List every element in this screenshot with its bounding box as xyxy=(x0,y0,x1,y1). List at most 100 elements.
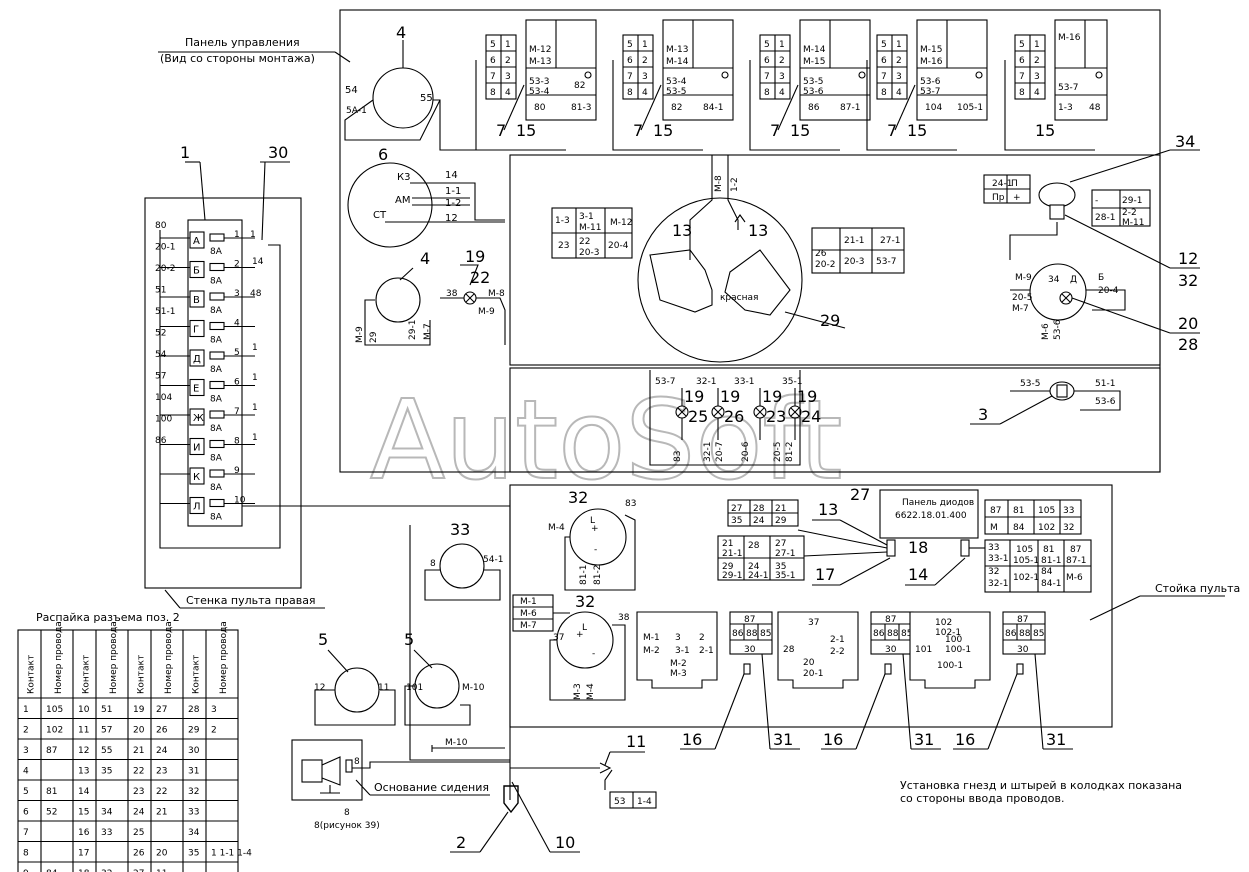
fuse-pin: 1 xyxy=(234,230,240,240)
diode-pin: 81 xyxy=(1013,506,1024,516)
connector-wire: М-13 xyxy=(666,45,688,55)
connector-pin: 7 xyxy=(1019,72,1025,82)
svg-text:13: 13 xyxy=(818,500,838,519)
connector-pin: 2 xyxy=(779,56,785,66)
pinout-cell: 21 xyxy=(133,746,144,756)
fuse-pin: 4 xyxy=(234,319,240,329)
fuse-rating: 8А xyxy=(210,277,223,287)
pinout-cell: 35 xyxy=(188,849,199,859)
lamp-row-frame xyxy=(509,367,1161,473)
svg-text:53-7: 53-7 xyxy=(655,377,675,387)
connector-wire: М-16 xyxy=(920,57,943,67)
svg-text:20-6: 20-6 xyxy=(741,441,751,462)
diode-pin: 33-1 xyxy=(988,554,1008,564)
connector-27-1: 21-1 27-1 26 20-2 20-3 53-7 xyxy=(811,227,905,274)
svg-text:101: 101 xyxy=(406,683,423,693)
svg-text:29: 29 xyxy=(820,311,840,330)
ignition-switch-6: 6 К3 АМ СТ 14 1-1 1-2 12 xyxy=(347,145,505,248)
svg-text:38: 38 xyxy=(618,613,630,623)
svg-text:11: 11 xyxy=(626,732,646,751)
svg-text:34: 34 xyxy=(1175,132,1195,151)
svg-text:32-1: 32-1 xyxy=(696,377,716,387)
relay-pin: 87 xyxy=(885,615,896,625)
pos-label-16: 16 xyxy=(823,730,843,749)
svg-text:54: 54 xyxy=(345,85,358,96)
relay-wire: 3 xyxy=(675,633,681,643)
svg-text:Б: Б xyxy=(1098,273,1104,283)
svg-text:+: + xyxy=(576,630,584,640)
relay-pin: 87 xyxy=(744,615,755,625)
pinout-header: Контакт xyxy=(82,655,92,694)
svg-text:83: 83 xyxy=(673,451,683,462)
connector-pin: 7 xyxy=(764,72,770,82)
svg-text:22: 22 xyxy=(579,237,590,247)
svg-text:L: L xyxy=(582,623,587,633)
diode-pin: 105-1 xyxy=(1013,556,1039,566)
fuse-left-wire: 104 xyxy=(155,393,172,403)
fuse-letter: И xyxy=(193,443,200,454)
relay-wire: М-1 xyxy=(643,633,660,643)
fuse-right-wire: 48 xyxy=(250,289,262,299)
relay-wire: 20 xyxy=(803,658,815,668)
diode-pin: 81-1 xyxy=(1041,556,1061,566)
fuse-rating: 8А xyxy=(210,513,223,523)
svg-text:М-3: М-3 xyxy=(573,683,583,700)
svg-text:8: 8 xyxy=(354,757,360,767)
fuse-rating: 8А xyxy=(210,336,223,346)
pos-label-31: 31 xyxy=(1046,730,1066,749)
diode-pin: 84 xyxy=(1013,523,1025,533)
relay-wire: 102 xyxy=(935,618,952,628)
pinout-header: Контакт xyxy=(192,655,202,694)
pinout-cell: 27 xyxy=(133,869,144,872)
pinout-cell: 21 xyxy=(156,808,167,818)
pinout-cell: 55 xyxy=(101,746,112,756)
connector-wire: 48 xyxy=(1089,103,1101,113)
connector-wire: 53-3 xyxy=(529,77,549,87)
svg-text:20-3: 20-3 xyxy=(579,248,599,258)
relay-wire: М-3 xyxy=(670,669,687,679)
pinout-cell: 4 xyxy=(23,767,29,777)
svg-text:6622.18.01.400: 6622.18.01.400 xyxy=(895,511,967,521)
svg-text:33-1: 33-1 xyxy=(734,377,754,387)
diode-pin: 32-1 xyxy=(988,579,1008,589)
svg-text:Пр: Пр xyxy=(992,193,1005,203)
diode-pin: 102-1 xyxy=(1013,573,1039,583)
svg-text:8: 8 xyxy=(430,559,436,569)
diode-pin: 29-1 xyxy=(722,571,742,581)
svg-text:-: - xyxy=(1095,196,1098,206)
connector-wire: 1-3 xyxy=(1058,103,1073,113)
fuse-rating: 8А xyxy=(210,454,223,464)
diode-pin: 102 xyxy=(1038,523,1055,533)
relay-pin: 85 xyxy=(1033,629,1044,639)
svg-text:6: 6 xyxy=(378,145,388,164)
fuse-pin: 5 xyxy=(234,348,240,358)
pinout-cell: 34 xyxy=(188,828,200,838)
pinout-cell: 81 xyxy=(46,787,57,797)
svg-text:+: + xyxy=(591,524,599,534)
svg-text:32: 32 xyxy=(1178,271,1198,290)
svg-text:СТ: СТ xyxy=(373,210,387,221)
pinout-cell: 22 xyxy=(156,787,167,797)
connector-pin: 7 xyxy=(490,72,496,82)
connector-wire: М-15 xyxy=(803,57,825,67)
connector-pin: 5 xyxy=(764,40,770,50)
relay-pin: 88 xyxy=(887,629,899,639)
connector-pin: 1 xyxy=(779,40,785,50)
relay-wire: 101 xyxy=(915,645,932,655)
pinout-cell: 9 xyxy=(23,869,29,872)
relay-pin: 30 xyxy=(744,645,756,655)
svg-text:20: 20 xyxy=(1178,314,1198,333)
pinout-cell: 26 xyxy=(133,849,145,859)
pinout-cell: 17 xyxy=(78,849,89,859)
svg-text:24-1: 24-1 xyxy=(992,179,1012,189)
svg-text:20-4: 20-4 xyxy=(608,241,629,251)
fuse-right-wire: 1 xyxy=(252,343,258,353)
connector-pin: 6 xyxy=(490,56,496,66)
svg-text:12: 12 xyxy=(314,683,325,693)
svg-text:32: 32 xyxy=(575,592,595,611)
fuse-letter: Б xyxy=(193,266,200,277)
connector-wire: 82 xyxy=(574,81,585,91)
svg-text:М-9: М-9 xyxy=(478,307,495,317)
